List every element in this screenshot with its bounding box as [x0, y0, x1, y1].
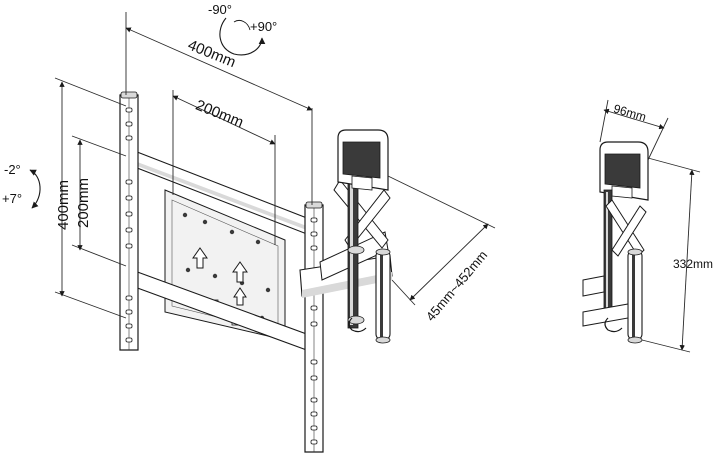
label-depth: 96mm: [612, 101, 648, 124]
dimension-width-outer: [125, 12, 313, 205]
left-vertical-bracket: [119, 91, 139, 351]
dimension-extension: [387, 175, 496, 306]
up-arrow-icon: [233, 287, 247, 306]
label-tilt-plus: +7°: [2, 191, 22, 206]
dimension-depth: [599, 99, 669, 161]
label-tilt-minus: -2°: [4, 162, 21, 177]
side-view: 96mm 332mm: [582, 99, 713, 353]
front-view: 400mm 200mm 400mm 200mm -90° +90°: [2, 2, 496, 453]
dimension-width-inner: [172, 90, 276, 245]
label-extension: 45mm~452mm: [423, 248, 490, 324]
label-height-inner: 200mm: [75, 178, 92, 228]
label-height-outer: 400mm: [55, 180, 72, 230]
tilt-arrow-icon: [29, 169, 41, 209]
right-vertical-bracket: [304, 201, 324, 453]
label-side-height: 332mm: [673, 257, 713, 271]
dimension-height-inner: [71, 135, 127, 267]
side-mount: [582, 141, 649, 344]
up-arrow-icon: [192, 247, 208, 269]
label-rotation-minus: -90°: [208, 2, 232, 17]
dimension-side-height: [641, 157, 701, 353]
label-rotation-plus: +90°: [250, 19, 277, 34]
rotation-arrow-icon: [219, 17, 266, 56]
dimension-height-outer: [54, 77, 127, 319]
up-arrow-icon: [232, 261, 248, 283]
label-width-inner: 200mm: [193, 97, 246, 132]
articulating-arm: [299, 129, 393, 344]
